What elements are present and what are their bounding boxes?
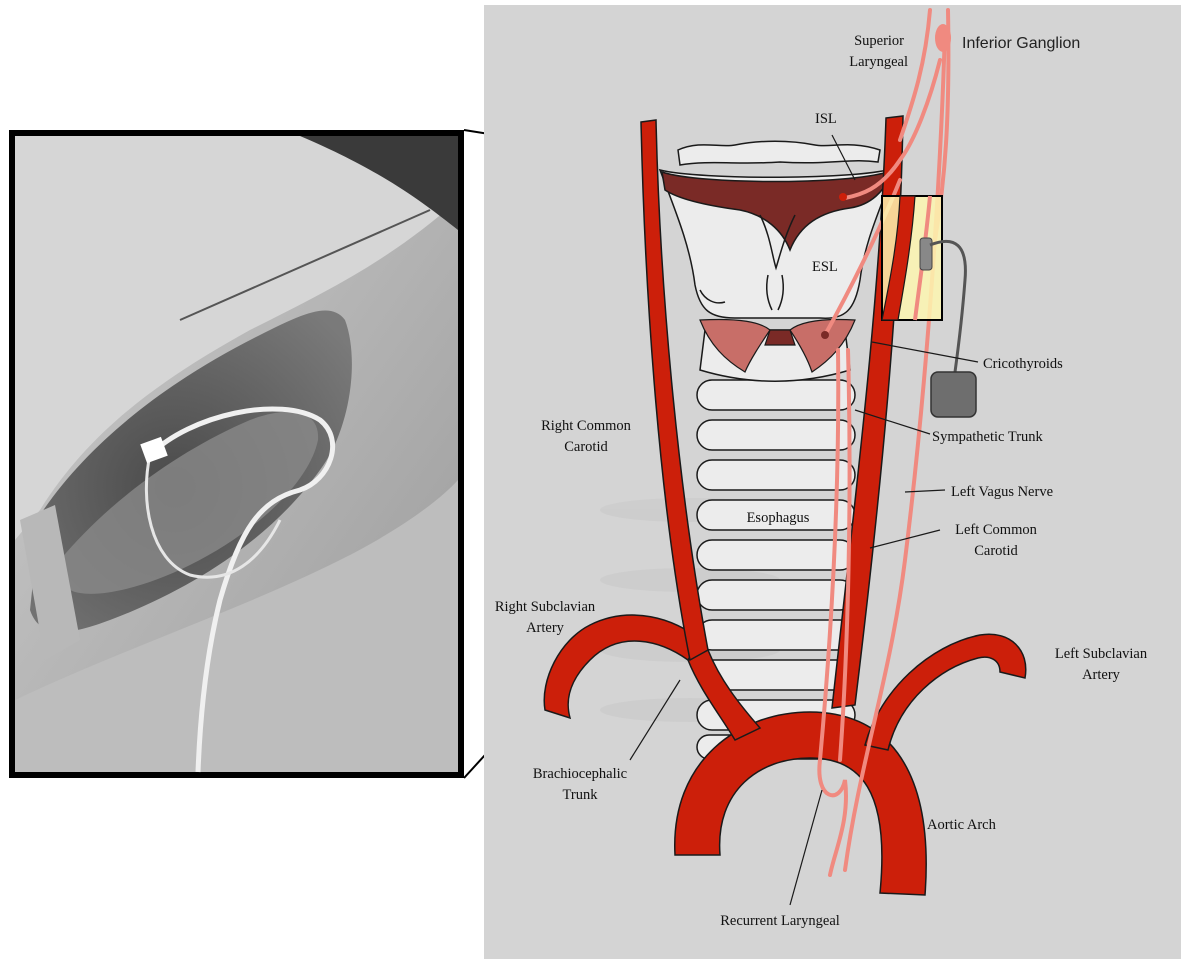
label-superior-laryngeal-1: Superior	[854, 33, 904, 49]
electrode-cuff	[920, 238, 932, 270]
label-esl: ESL	[812, 259, 838, 275]
label-cricothyroids: Cricothyroids	[983, 356, 1063, 372]
label-right-common-carotid-2: Carotid	[564, 439, 608, 455]
label-left-common-carotid-1: Left Common	[955, 522, 1038, 538]
surgical-photo	[9, 130, 464, 778]
label-right-subclavian-1: Right Subclavian	[495, 599, 596, 615]
label-esophagus: Esophagus	[747, 510, 810, 526]
label-left-subclavian-1: Left Subclavian	[1055, 646, 1148, 662]
label-brachiocephalic-1: Brachiocephalic	[533, 766, 627, 782]
label-sympathetic-trunk: Sympathetic Trunk	[932, 429, 1044, 445]
label-brachiocephalic-2: Trunk	[563, 787, 599, 803]
esl-entry-dot	[821, 331, 829, 339]
label-superior-laryngeal-2: Laryngeal	[849, 54, 908, 70]
label-left-subclavian-2: Artery	[1082, 667, 1121, 683]
label-inferior-ganglion: Inferior Ganglion	[962, 35, 1080, 52]
label-right-subclavian-2: Artery	[526, 620, 565, 636]
isl-entry-dot	[839, 193, 847, 201]
inferior-ganglion	[935, 24, 951, 52]
label-aortic-arch: Aortic Arch	[927, 817, 997, 833]
electrode-pad-icon	[931, 372, 976, 417]
hyoid-bone	[678, 141, 880, 165]
label-left-vagus-nerve: Left Vagus Nerve	[951, 484, 1053, 500]
label-recurrent-laryngeal: Recurrent Laryngeal	[720, 913, 840, 929]
label-right-common-carotid-1: Right Common	[541, 418, 632, 434]
label-left-common-carotid-2: Carotid	[974, 543, 1018, 559]
label-isl: ISL	[815, 111, 837, 127]
